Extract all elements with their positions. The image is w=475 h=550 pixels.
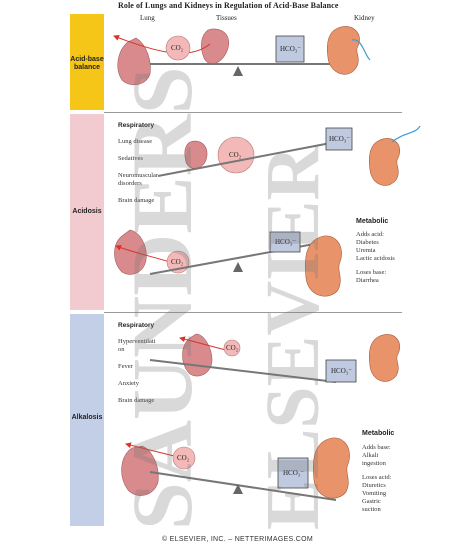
band-alkalosis: Alkalosis <box>70 314 104 526</box>
hco3-label-alkalosis-resp: HCO₃⁻ <box>331 367 352 375</box>
band-alkalosis-label: Alkalosis <box>71 414 103 421</box>
list-item: Lung disease <box>118 138 153 145</box>
acidosis-respiratory-title: Respiratory <box>118 122 155 129</box>
hco3-label-alkalosis-meta: HCO₃⁻ <box>283 469 304 477</box>
divider-top <box>104 112 402 113</box>
list-item: Gastric suction <box>362 498 381 513</box>
kidney-illustration-acidosis-meta <box>305 235 342 297</box>
list-item: Diuretics <box>362 482 386 489</box>
band-acidosis: Acidosis <box>70 114 104 310</box>
acidosis-respiratory-list: Lung disease Sedatives Neuromuscular dis… <box>118 138 188 214</box>
co2-flow-arrow-alkalosis-meta <box>125 442 175 457</box>
tissue-illustration <box>201 28 230 65</box>
kidney-illustration-acidosis-resp <box>369 138 400 186</box>
lung-label: Lung <box>140 14 155 22</box>
kidney-illustration-alkalosis-meta <box>313 437 350 499</box>
band-balance: Acid-base balance <box>70 14 104 110</box>
loses-base-title: Loses base: <box>356 269 387 276</box>
list-item: Neuromuscular disorders <box>118 172 159 187</box>
kidney-label: Kidney <box>354 14 375 22</box>
balance-beam-acidosis-meta <box>149 239 337 275</box>
lung-illustration-acidosis-meta <box>114 229 147 275</box>
balance-fulcrum <box>233 66 243 76</box>
tissues-label: Tissues <box>216 14 237 22</box>
list-item: Fever <box>118 363 133 370</box>
kidney-illustration-alkalosis-resp <box>369 334 400 382</box>
alkalosis-metabolic-list: Adds base: Alkali ingestion Loses acid: … <box>362 444 410 514</box>
adds-base-title: Adds base: <box>362 444 391 451</box>
co2-label-acidosis-meta: CO₂ <box>171 258 184 266</box>
balance-beam-alkalosis-meta <box>149 471 337 501</box>
list-item: Anxiety <box>118 380 139 387</box>
hco3-container-alkalosis-resp <box>325 359 357 383</box>
lung-illustration-alkalosis-meta <box>121 445 159 496</box>
balance-fulcrum-acidosis-meta <box>233 262 243 272</box>
balance-beam-acidosis-resp <box>157 141 337 177</box>
balance-beam-alkalosis-resp <box>149 359 337 383</box>
acidosis-metabolic-title: Metabolic <box>356 218 389 225</box>
list-item: Diarrhea <box>356 277 379 284</box>
list-item: Lactic acidosis <box>356 255 395 262</box>
co2-molecule-acidosis-large <box>217 136 255 174</box>
lung-illustration <box>117 37 151 86</box>
list-item: Uremia <box>356 247 376 254</box>
alkalosis-metabolic-title: Metabolic <box>362 430 395 437</box>
balance-fulcrum-alkalosis-meta <box>233 484 243 494</box>
co2-molecule-alkalosis-small <box>223 339 241 357</box>
divider-middle <box>104 312 402 313</box>
hco3-container-acidosis-meta <box>269 231 301 253</box>
co2-molecule <box>165 35 191 61</box>
co2-label-alkalosis-meta: CO₂ <box>177 454 190 462</box>
list-item: Diabetes <box>356 239 379 246</box>
list-item: Brain damage <box>118 197 155 204</box>
list-item: Hyperventilation <box>118 338 156 353</box>
list-item: Vomiting <box>362 490 387 497</box>
co2-label-acidosis-resp: CO₂ <box>229 151 242 159</box>
watermark-saunders: SAUNDERS <box>114 66 210 530</box>
band-balance-label: Acid-base balance <box>70 56 104 71</box>
figure-title: Role of Lungs and Kidneys in Regulation … <box>118 1 339 10</box>
hco3-container-alkalosis-meta <box>277 457 309 489</box>
co2-label: CO₂ <box>171 44 184 52</box>
co2-label-alkalosis-resp: CO₂ <box>226 344 239 352</box>
fluid-flow-acidosis-resp <box>391 125 421 143</box>
adds-acid-title: Adds acid: <box>356 231 384 238</box>
co2-molecule-alkalosis-meta <box>172 446 196 470</box>
kidney-illustration <box>327 26 360 75</box>
alkalosis-respiratory-title: Respiratory <box>118 322 155 329</box>
hco3-label: HCO₃⁻ <box>280 45 301 53</box>
hco3-container <box>275 35 305 63</box>
list-item: Sedatives <box>118 155 143 162</box>
hco3-container-acidosis-resp <box>325 127 353 151</box>
co2-flow-arrow-acidosis <box>115 244 171 263</box>
co2-flow-arrow-alkalosis-resp <box>179 336 227 351</box>
list-item: Alkali ingestion <box>362 452 386 467</box>
acidosis-metabolic-list: Adds acid: Diabetes Uremia Lactic acidos… <box>356 231 416 285</box>
list-item: Brain damage <box>118 397 155 404</box>
band-acidosis-label: Acidosis <box>72 208 102 215</box>
copyright-footer: © ELSEVIER, INC. – NETTERIMAGES.COM <box>161 536 314 543</box>
hco3-label-acidosis-resp: HCO₃⁻ <box>329 135 350 143</box>
watermark-elsevier: ELSEVIER <box>251 145 335 530</box>
hco3-label-acidosis-meta: HCO₃⁻ <box>275 238 296 246</box>
loses-acid-title: Loses acid: <box>362 474 392 481</box>
fluid-flow <box>351 39 371 61</box>
alkalosis-respiratory-list: Hyperventilation Fever Anxiety Brain dam… <box>118 338 168 414</box>
